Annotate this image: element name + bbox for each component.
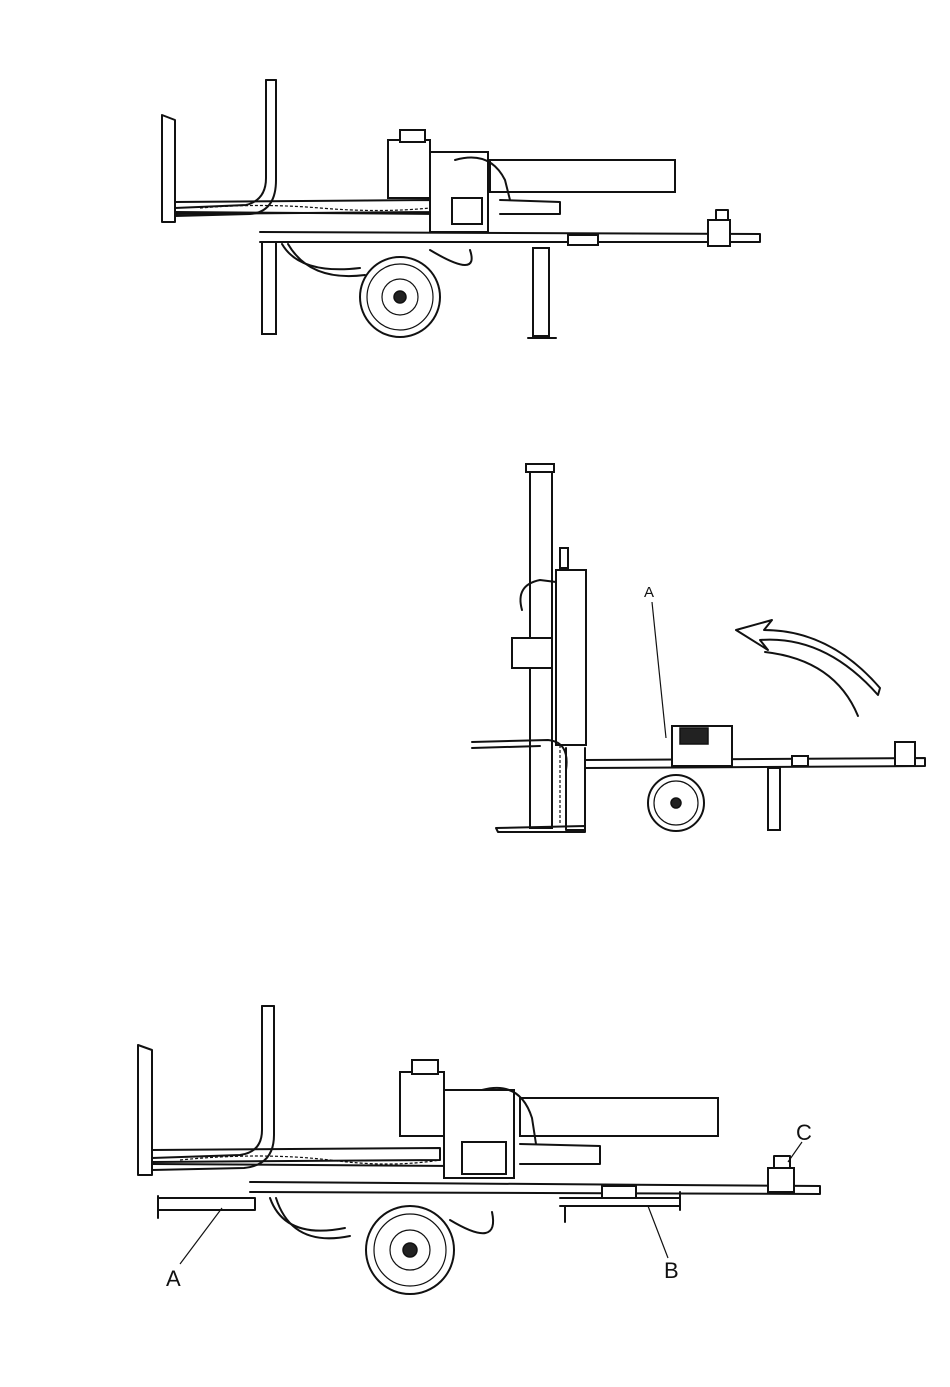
wheel (366, 1206, 454, 1294)
support-bar-a (158, 1196, 255, 1218)
figure-3-label-c: C (796, 1120, 812, 1146)
tow-bar (250, 1156, 820, 1198)
log-cradle (138, 1006, 440, 1175)
figure-2-label-a: A (644, 584, 654, 601)
hydraulic-cylinder (482, 1088, 718, 1164)
figure-3-label-a: A (166, 1266, 181, 1292)
figure-3-label-b: B (664, 1258, 679, 1284)
